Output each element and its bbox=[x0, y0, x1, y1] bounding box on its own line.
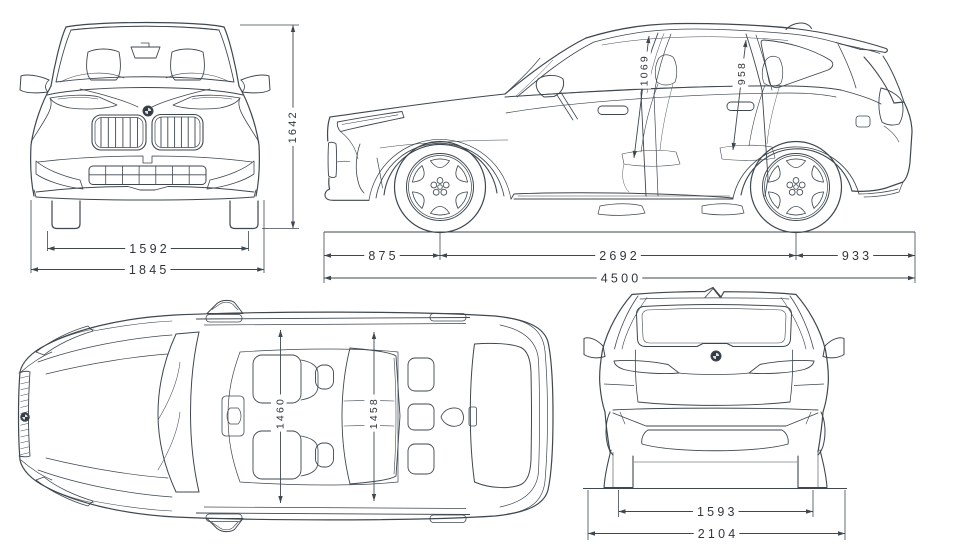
svg-text:1592: 1592 bbox=[129, 242, 170, 256]
svg-text:2104: 2104 bbox=[698, 527, 739, 541]
svg-text:933: 933 bbox=[842, 249, 872, 263]
svg-text:958: 958 bbox=[736, 61, 748, 85]
svg-text:1642: 1642 bbox=[287, 110, 299, 143]
svg-text:4500: 4500 bbox=[601, 272, 642, 286]
svg-text:1458: 1458 bbox=[368, 397, 380, 429]
svg-text:1593: 1593 bbox=[697, 505, 738, 519]
svg-text:1069: 1069 bbox=[639, 54, 651, 86]
svg-text:1845: 1845 bbox=[129, 263, 170, 277]
svg-text:1460: 1460 bbox=[274, 397, 286, 429]
svg-text:2692: 2692 bbox=[599, 249, 640, 263]
svg-text:875: 875 bbox=[368, 249, 398, 263]
